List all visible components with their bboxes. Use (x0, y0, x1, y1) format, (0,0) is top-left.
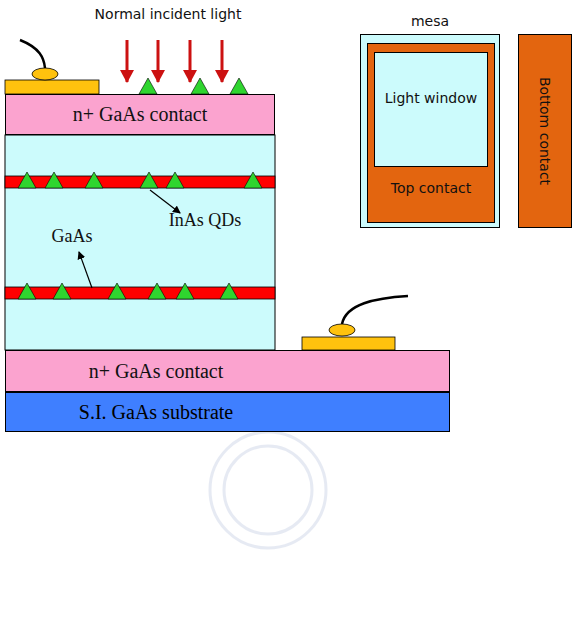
mesa-region: mesaTop contactLight window (360, 34, 500, 228)
bond-wire (342, 296, 408, 324)
light-window: Light window (374, 52, 488, 167)
layer-label: S.I. GaAs substrate (79, 401, 233, 424)
contact-label: Bottom contact (537, 77, 553, 185)
material-label: InAs QDs (169, 210, 242, 231)
layer-label: n+ GaAs contact (73, 103, 208, 126)
bond-ball (32, 68, 58, 80)
substrate-layer: S.I. GaAs substrate (5, 392, 450, 432)
contact-label: Top contact (391, 180, 471, 196)
metal-pad (5, 80, 99, 94)
watermark (210, 432, 326, 548)
material-label: GaAs (52, 226, 93, 247)
leader-arrow (79, 252, 92, 288)
bond-wire (20, 40, 45, 68)
active-region (5, 135, 275, 350)
mesa-heading: mesa (411, 13, 449, 29)
light-label: Normal incident light (95, 6, 242, 22)
qd-layer (5, 176, 275, 188)
light-arrows (127, 40, 222, 82)
top-contact-ring: Top contact Light window (367, 43, 495, 223)
contact-layer: n+ GaAs contact (5, 94, 275, 135)
window-label: Light window (385, 90, 478, 106)
contact-layer: n+ GaAs contact (5, 350, 450, 392)
metal-pad (302, 337, 395, 350)
bond-ball (329, 324, 355, 336)
bottom-contact-pad: Bottom contact (518, 34, 572, 228)
layer-label: n+ GaAs contact (89, 360, 224, 383)
